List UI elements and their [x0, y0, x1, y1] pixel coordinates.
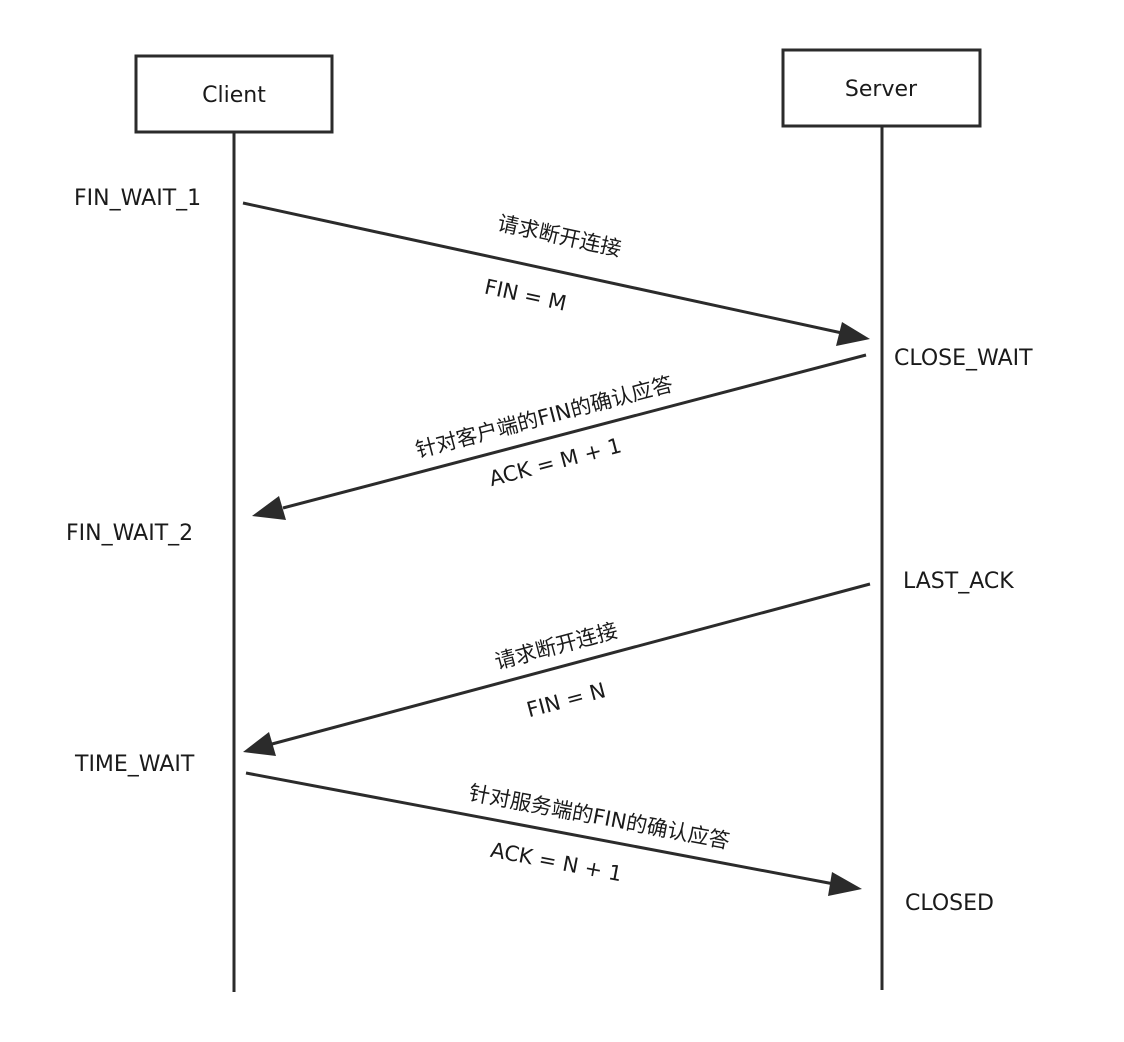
- message-arrow-line: [282, 353, 867, 510]
- message-label: 请求断开连接: [495, 211, 623, 261]
- message-arrow-line: [245, 771, 835, 886]
- arrowhead-icon: [252, 496, 286, 520]
- client-participant: Client: [134, 54, 334, 134]
- client-state-fin-wait-1: FIN_WAIT_1: [74, 186, 201, 211]
- message-arrow-line: [242, 201, 843, 335]
- arrowhead-icon: [836, 322, 870, 346]
- message-label: 请求断开连接: [492, 618, 620, 674]
- server-participant: Server: [781, 48, 982, 128]
- client-label: Client: [202, 83, 266, 108]
- message-label: 针对客户端的FIN的确认应答: [413, 372, 675, 462]
- message-fin-m: 请求断开连接 FIN = M: [242, 201, 870, 346]
- client-state-fin-wait-2: FIN_WAIT_2: [66, 521, 193, 546]
- server-box: [781, 48, 982, 128]
- arrowhead-icon: [828, 872, 862, 896]
- message-ack-m-plus-1: 针对客户端的FIN的确认应答 ACK = M + 1: [252, 353, 867, 520]
- message-value: FIN = M: [482, 275, 568, 316]
- client-box: [134, 54, 334, 134]
- server-label: Server: [845, 77, 918, 102]
- server-state-closed: CLOSED: [905, 891, 994, 916]
- message-fin-n: 请求断开连接 FIN = N: [243, 582, 871, 756]
- message-ack-n-plus-1: 针对服务端的FIN的确认应答 ACK = N + 1: [245, 771, 862, 896]
- client-state-time-wait: TIME_WAIT: [74, 752, 195, 777]
- message-value: ACK = M + 1: [486, 433, 623, 491]
- message-value: ACK = N + 1: [489, 838, 625, 886]
- server-state-last-ack: LAST_ACK: [903, 569, 1014, 594]
- server-state-close-wait: CLOSE_WAIT: [894, 346, 1033, 371]
- message-arrow-line: [271, 582, 871, 746]
- message-value: FIN = N: [524, 678, 608, 722]
- arrowhead-icon: [243, 732, 276, 756]
